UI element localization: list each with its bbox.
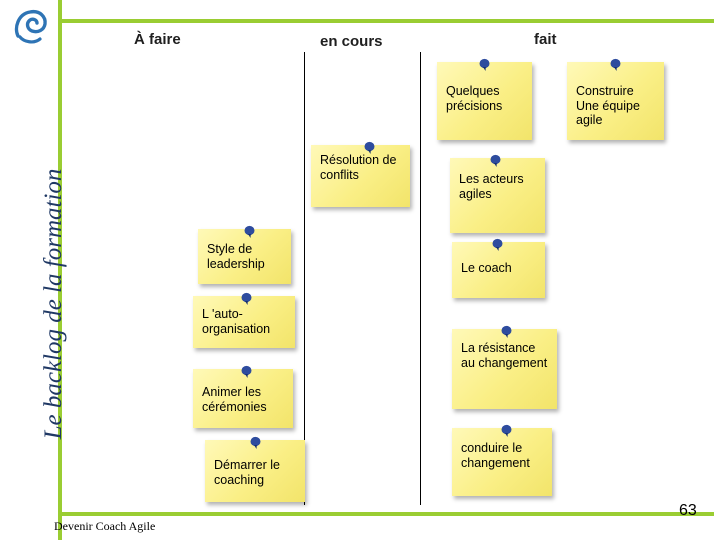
pushpin-icon — [500, 325, 513, 338]
sticky-note[interactable]: conduire le changement — [452, 424, 552, 496]
column-header-done: fait — [534, 31, 557, 48]
sticky-note[interactable]: Les acteurs agiles — [450, 154, 545, 233]
pushpin-icon — [240, 365, 253, 378]
pushpin-icon — [243, 225, 256, 238]
pushpin-icon — [249, 436, 262, 449]
sticky-note-text: Style de leadership — [207, 242, 265, 271]
sticky-note-text: Le coach — [461, 261, 512, 275]
footer-text: Devenir Coach Agile — [54, 519, 156, 533]
sticky-note[interactable]: Style de leadership — [198, 225, 291, 284]
sticky-note-text: Résolution de conflits — [320, 153, 397, 182]
sticky-note-text: Démarrer le coaching — [214, 458, 280, 487]
left-accent-band — [0, 0, 62, 540]
column-header-todo: À faire — [134, 31, 181, 48]
sticky-note-text: L 'auto-organisation — [202, 307, 271, 336]
page-title: Le backlog de la formation — [40, 168, 67, 440]
top-divider — [62, 19, 714, 23]
page-number: 63 — [679, 502, 697, 519]
column-header-doing: en cours — [320, 33, 383, 50]
pushpin-icon — [478, 58, 491, 71]
sticky-note[interactable]: Animer les cérémonies — [193, 365, 293, 428]
bottom-divider — [62, 512, 714, 516]
pushpin-icon — [500, 424, 513, 437]
sticky-note-text: Les acteurs agiles — [459, 172, 524, 201]
sticky-note[interactable]: Le coach — [452, 238, 545, 298]
pushpin-icon — [363, 141, 376, 154]
pushpin-icon — [491, 238, 504, 251]
sticky-note[interactable]: Construire Une équipe agile — [567, 58, 664, 140]
swirl-e-logo — [12, 6, 52, 46]
sticky-note-text: Construire Une équipe agile — [576, 84, 640, 127]
sticky-note[interactable]: La résistance au changement — [452, 325, 557, 409]
sticky-note-text: Quelques précisions — [446, 84, 503, 113]
sticky-note[interactable]: Quelques précisions — [437, 58, 532, 140]
sticky-note-text: Animer les cérémonies — [202, 385, 267, 414]
sticky-note[interactable]: L 'auto-organisation — [193, 292, 295, 348]
column-separator-1 — [304, 52, 305, 505]
sticky-note[interactable]: Démarrer le coaching — [205, 436, 305, 502]
pushpin-icon — [240, 292, 253, 305]
sticky-note-text: La résistance au changement — [461, 341, 548, 370]
pushpin-icon — [609, 58, 622, 71]
column-separator-2 — [420, 52, 421, 505]
sticky-note[interactable]: Résolution de conflits — [311, 141, 410, 207]
sticky-note-text: conduire le changement — [461, 441, 530, 470]
pushpin-icon — [489, 154, 502, 167]
